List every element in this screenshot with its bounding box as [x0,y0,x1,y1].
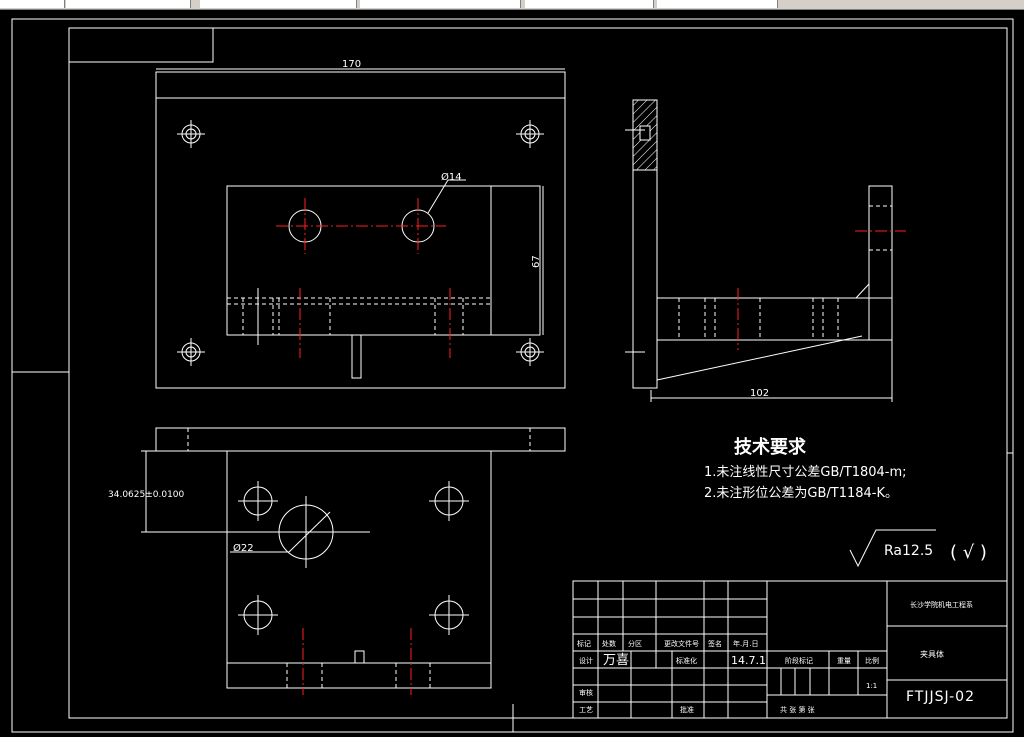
top-view: 170 Ø14 67 [155,59,566,389]
corner-hole [516,338,544,366]
tb-h-zone: 分区 [628,639,642,648]
toolbar-segment[interactable] [525,0,654,8]
tb-design-label: 设计 [579,656,593,665]
tb-scale-value: 1:1 [866,682,877,690]
tech-req-title: 技术要求 [734,436,807,458]
tb-school: 长沙学院机电工程系 [910,600,973,609]
roughness-general: ( √ ) [950,542,987,563]
small-hole [429,481,469,521]
tb-designer: 万喜 [603,653,629,668]
dim-offset: 34.0625±0.0100 [108,490,185,500]
corner-hole [177,338,205,366]
cad-drawing-canvas[interactable]: 170 Ø14 67 [0,10,1024,737]
tb-h-mark: 标记 [577,639,591,648]
tb-part-name: 夹具体 [920,649,944,659]
front-view: Ø22 34.0625±0.0100 [108,427,566,695]
toolbar-strip [0,0,1024,10]
small-hole [238,481,278,521]
toolbar-segment[interactable] [66,0,191,8]
tb-scale: 比例 [865,656,879,665]
toolbar-segment[interactable] [200,0,357,8]
dim-height-67: 67 [531,255,542,268]
corner-hole [177,120,205,148]
tech-req-line1: 1.未注线性尺寸公差GB/T1804-m; [704,465,907,480]
tb-review: 审核 [579,688,593,697]
corner-hole [516,120,544,148]
tb-h-count: 处数 [602,639,616,648]
tb-drawing-no: FTJJSJ-02 [906,689,975,705]
roughness-symbol [849,529,936,568]
toolbar-segment[interactable] [360,0,521,8]
title-block: 标记 处数 分区 更改文件号 签名 年.月.日 设计 万喜 标准化 14.7.1… [572,580,1008,719]
small-hole [429,595,469,635]
tb-h-date: 年.月.日 [733,639,758,648]
dim-width-102: 102 [750,388,769,399]
toolbar-segment[interactable] [657,0,778,8]
toolbar-segment[interactable] [0,0,65,8]
dim-hole-14: Ø14 [441,171,462,183]
sheet-outer-border [11,18,1014,733]
tb-approve: 批准 [680,705,694,714]
tb-sheets: 共 张 第 张 [780,705,815,714]
dim-hole-22: Ø22 [233,542,254,554]
tb-h-sign: 签名 [708,639,722,648]
tb-standardize-label: 标准化 [676,656,697,665]
sheet-inner-border [68,27,1008,719]
tb-process: 工艺 [579,706,593,714]
tech-req-line2: 2.未注形位公差为GB/T1184-K。 [704,486,898,501]
tb-weight: 重量 [837,657,851,665]
tb-h-change-doc: 更改文件号 [664,639,699,648]
small-hole [238,595,278,635]
roughness-value: Ra12.5 [884,543,933,559]
dim-width-170: 170 [342,59,361,70]
tb-date: 14.7.1 [731,654,766,667]
tb-stage-mark: 阶段标记 [785,656,813,665]
corner-label-box [69,28,214,63]
side-view: 102 [625,99,906,402]
